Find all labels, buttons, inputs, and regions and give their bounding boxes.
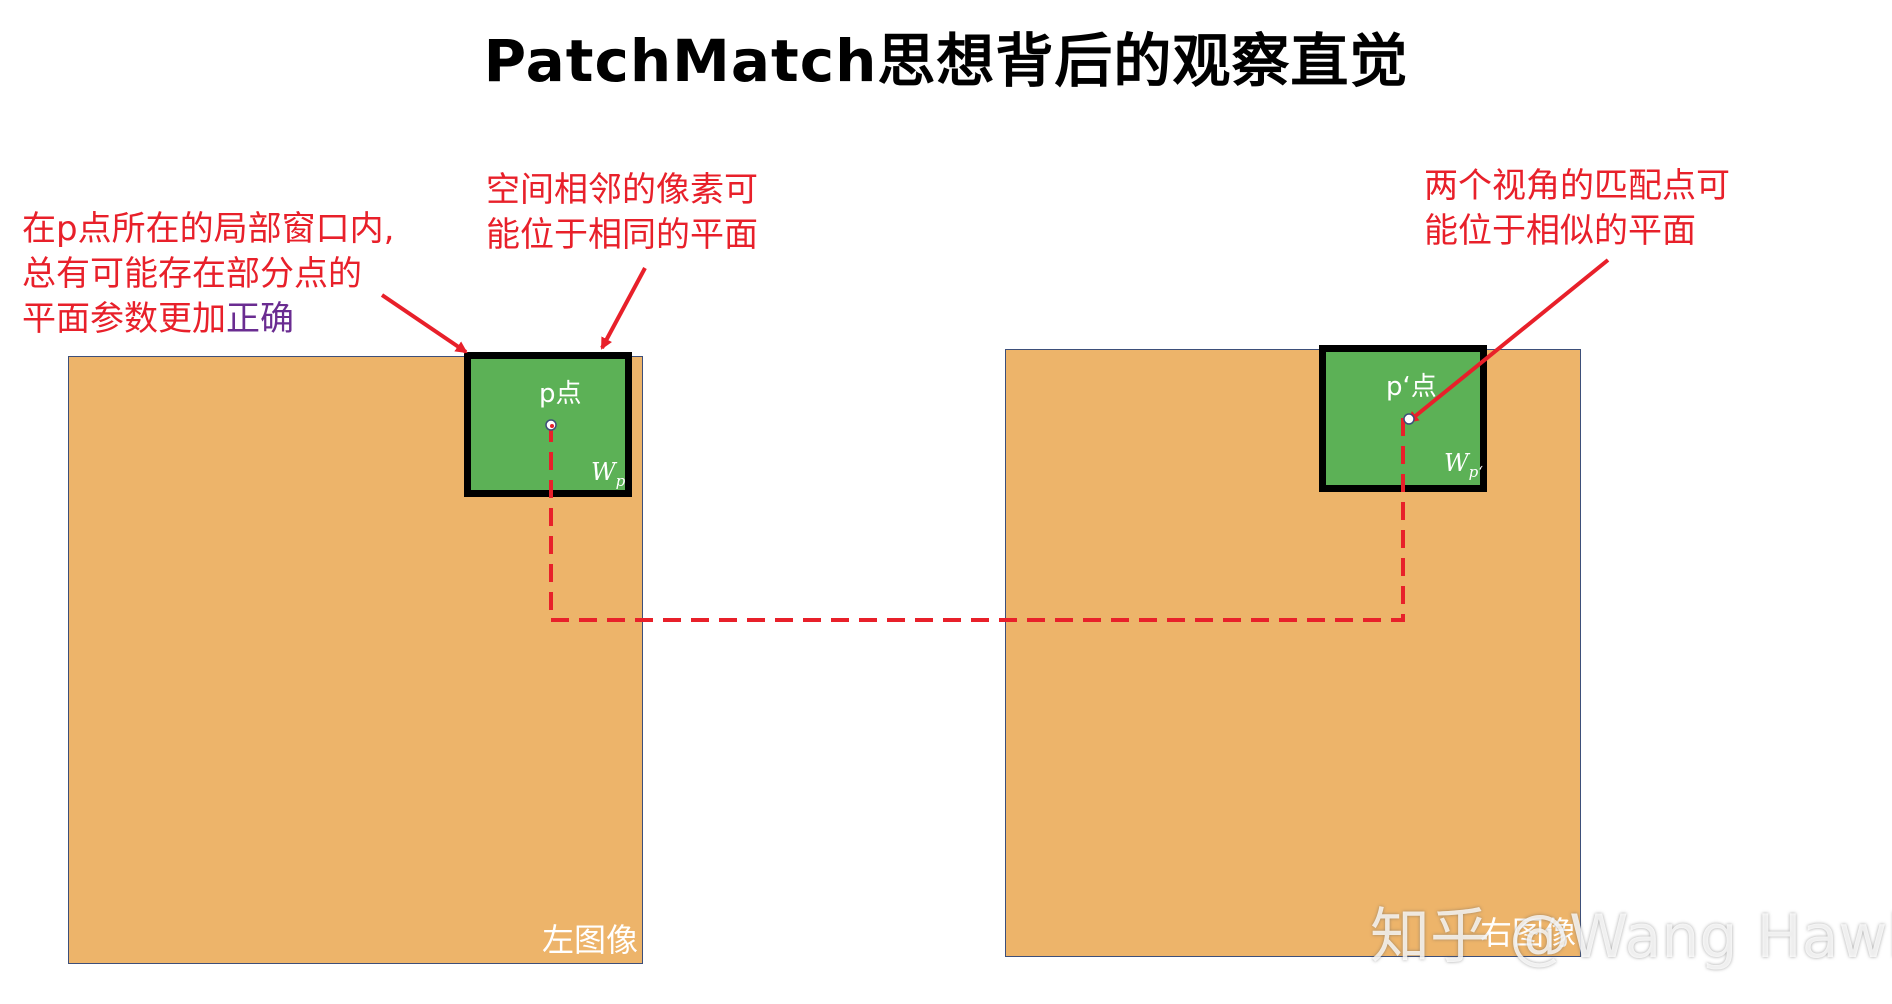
left-window-symbol: Wp [591,458,625,490]
annotation-highlight-correct: 正确 [226,299,294,339]
diagram-title: PatchMatch思想背后的观察直觉 [483,27,1409,95]
left-point-dot [550,424,554,428]
right-window-symbol: Wp‘ [1444,449,1483,481]
right-local-window: p‘点 Wp‘ [1319,345,1487,492]
right-window-symbol-sub: p‘ [1468,462,1484,481]
arrow-to-left-window-corner [380,293,468,354]
right-window-symbol-main: W [1444,449,1469,477]
annotation-left-window-line3: 平面参数更加正确 [22,297,394,342]
annotation-left-window-line1: 在p点所在的局部窗口内, [22,209,395,249]
right-point-marker [1403,413,1415,425]
annotation-neighbor-plane-line2: 能位于相同的平面 [486,215,758,255]
correspondence-dashed-line [549,418,1405,622]
annotation-match-plane-line2: 能位于相似的平面 [1424,211,1696,251]
arrow-to-right-point [1406,258,1610,424]
right-image-label: 右图像 [1479,914,1576,952]
watermark: 知乎 @Wang Hawk [1370,902,1892,972]
annotation-neighbor-plane: 空间相邻的像素可 能位于相同的平面 [486,168,758,258]
annotation-left-window: 在p点所在的局部窗口内, 总有可能存在部分点的 平面参数更加正确 [22,207,394,342]
annotation-left-window-line2: 总有可能存在部分点的 [22,254,362,294]
annotation-match-plane: 两个视角的匹配点可 能位于相似的平面 [1424,164,1730,254]
left-image-label: 左图像 [541,921,638,959]
right-point-label: p‘点 [1386,372,1437,402]
arrow-to-left-window-edge [600,267,647,350]
left-window-symbol-sub: p [615,471,626,490]
left-window-symbol-main: W [591,458,616,486]
annotation-left-window-line3-prefix: 平面参数更加 [22,299,226,339]
annotation-match-plane-line1: 两个视角的匹配点可 [1424,166,1730,206]
annotation-neighbor-plane-line1: 空间相邻的像素可 [486,170,758,210]
left-point-label: p点 [539,379,582,409]
